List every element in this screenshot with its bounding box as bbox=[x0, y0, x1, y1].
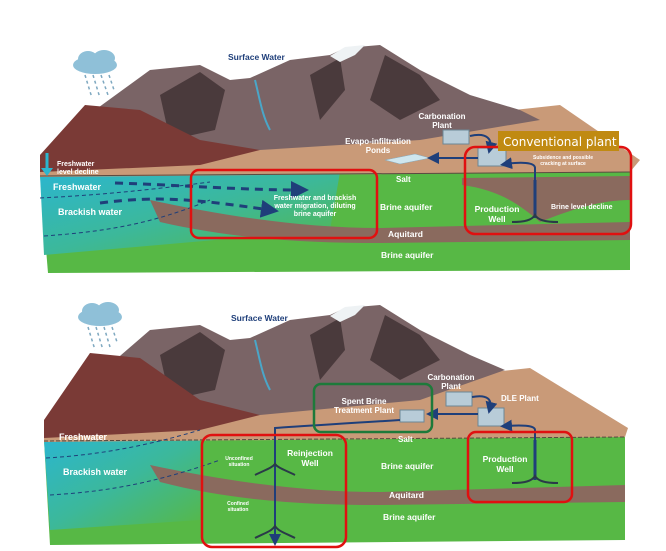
production-well-icon bbox=[511, 180, 559, 223]
surface-water-label: Surface Water bbox=[228, 52, 286, 62]
brine-aquifer-lower-label: Brine aquifer bbox=[381, 250, 434, 260]
freshwater-brackish-boundary bbox=[45, 429, 201, 459]
freshwater-brackish-boundary bbox=[39, 181, 211, 199]
brackish-brine-boundary bbox=[43, 199, 211, 237]
brine-level-cone bbox=[462, 176, 630, 222]
freshwater-label: Freshwater bbox=[59, 432, 108, 442]
freshwater-label: Freshwater bbox=[53, 182, 102, 192]
carbonation-loop-arrow bbox=[471, 395, 498, 414]
reinjection-highlight-box bbox=[200, 433, 348, 549]
dle-reinjection-diagram: Surface Water Freshwater Brackish water … bbox=[43, 302, 628, 549]
aquitard-layer bbox=[150, 465, 625, 505]
brine-aquifer-upper-label: Brine aquifer bbox=[380, 202, 433, 212]
red-foothills bbox=[44, 353, 260, 438]
brine-level-decline-label: Brine level decline bbox=[551, 204, 613, 211]
level-decline-arrow-icon bbox=[41, 153, 53, 176]
surface-stream bbox=[254, 79, 271, 131]
surface-stream bbox=[254, 339, 271, 391]
brine-aquifer-lower-label: Brine aquifer bbox=[383, 512, 436, 522]
well-to-dle-arrow bbox=[500, 419, 536, 440]
salt-line bbox=[43, 436, 626, 442]
dle-plant-label: DLE Plant bbox=[501, 394, 539, 403]
aquitard-label: Aquitard bbox=[388, 229, 423, 239]
mountain-shadow bbox=[160, 72, 225, 140]
rain-cloud-icon bbox=[73, 50, 117, 99]
carbonation-plant-icon bbox=[445, 391, 473, 407]
brackish-brine-boundary bbox=[49, 459, 221, 496]
production-well-icon bbox=[511, 440, 559, 484]
migration-flow-arrows bbox=[99, 180, 309, 218]
snow-cap bbox=[330, 45, 365, 62]
brackish-water-label: Brackish water bbox=[63, 467, 128, 477]
aquitard-label: Aquitard bbox=[389, 490, 424, 500]
migration-highlight-box bbox=[189, 168, 379, 240]
reinjection-branch-icon bbox=[254, 462, 296, 539]
aquitard-layer bbox=[150, 200, 630, 243]
carbonation-plant-icon bbox=[442, 129, 470, 145]
conventional-plant-badge bbox=[498, 131, 619, 151]
brackish-water-label: Brackish water bbox=[58, 207, 123, 217]
production-highlight-box bbox=[466, 430, 574, 504]
salt-label: Salt bbox=[398, 435, 413, 444]
well-to-plant-arrow bbox=[500, 157, 536, 180]
brine-aquifer-upper-label: Brine aquifer bbox=[381, 461, 434, 471]
mountain-shadow bbox=[310, 58, 345, 120]
treatment-highlight-box bbox=[312, 382, 434, 434]
mountain-shadow bbox=[310, 318, 345, 380]
mountain-shadow bbox=[370, 315, 440, 380]
treatment-plant-icon bbox=[399, 409, 425, 423]
mountain-shadow bbox=[370, 55, 440, 120]
conventional-plant-label: Conventional plant bbox=[503, 135, 617, 149]
salt-line bbox=[39, 171, 631, 177]
mountain-shadow bbox=[160, 332, 225, 400]
red-foothills bbox=[40, 105, 260, 172]
water-layer bbox=[44, 438, 200, 530]
salt-label: Salt bbox=[396, 175, 411, 184]
rain-cloud-icon bbox=[78, 302, 122, 351]
treatment-to-reinjection-arrow bbox=[269, 419, 401, 546]
snow-cap bbox=[330, 305, 365, 322]
surface-water-label: Surface Water bbox=[231, 313, 289, 323]
dle-plant-icon bbox=[477, 407, 505, 427]
